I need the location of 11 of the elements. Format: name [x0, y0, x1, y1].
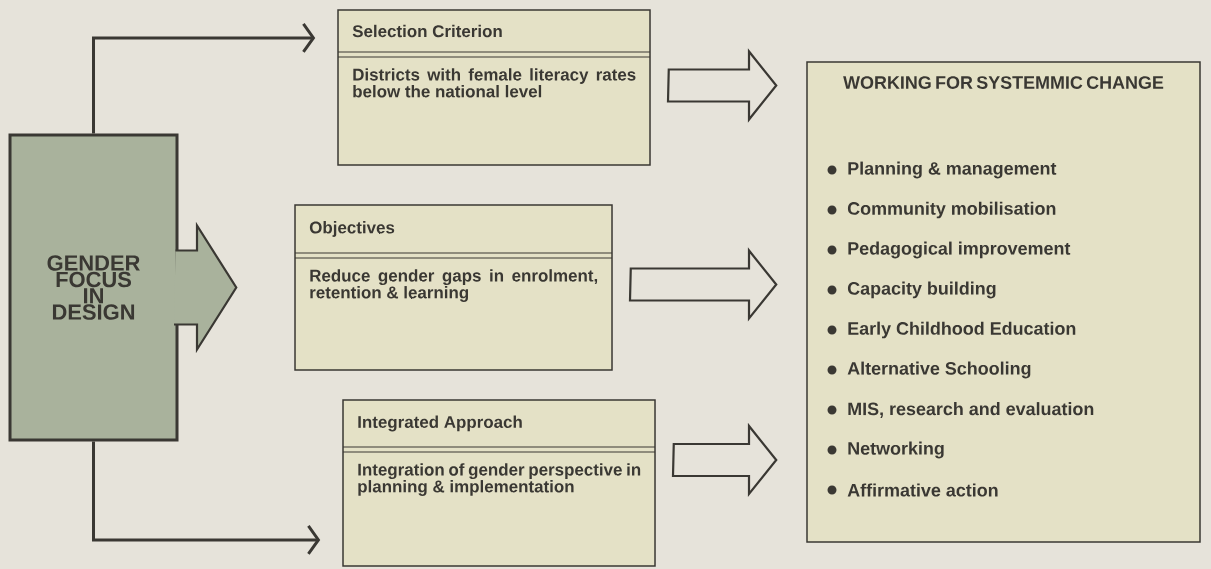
block-arrow [628, 247, 778, 322]
block-arrow [172, 221, 238, 354]
focus-box: GENDER FOCUS IN DESIGN [8, 133, 179, 442]
arrow [92, 441, 321, 555]
block-arrow [671, 422, 778, 498]
criterion-box: Objectives Reduce gender gaps in enrolment, retention & learning [294, 204, 613, 371]
block-arrow [666, 48, 778, 123]
criterion-box: Integrated Approach Integration of gender perspective in planning & implementation [342, 399, 656, 567]
criterion-box: Selection Criterion Districts with female literacy rates below the national level [337, 9, 651, 166]
arrow [92, 23, 316, 134]
list-box: WORKING FOR SYSTEMMIC CHANGE Planning & management Community mobilisation Pedagogical improvement Capacity building Early Childhood Education Alternative Schooling MIS, research and evaluation Networking Affirmative action [806, 61, 1201, 543]
